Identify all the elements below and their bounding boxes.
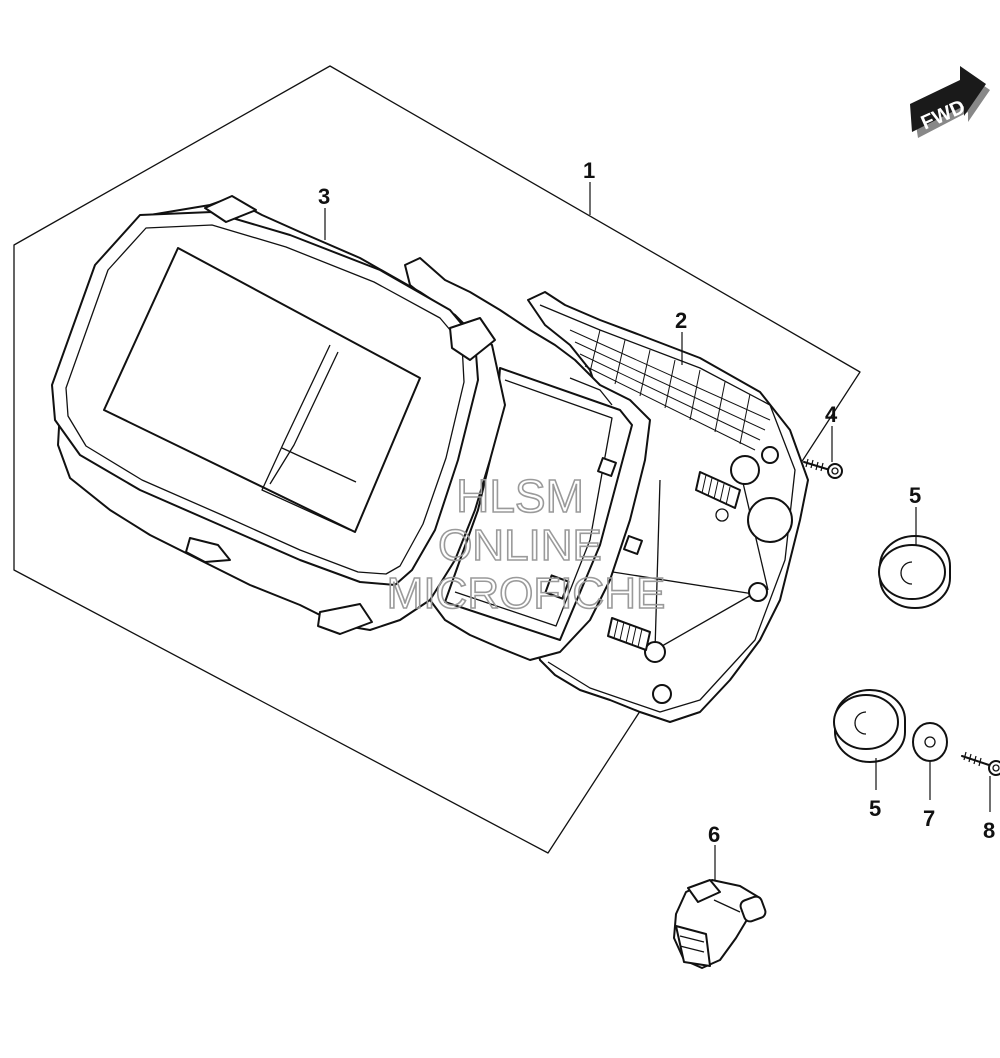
watermark-line-2: ONLINE — [438, 521, 602, 570]
leader-lines — [324, 182, 991, 880]
rear-case-part-2 — [527, 291, 809, 723]
callout-4: 4 — [825, 402, 838, 427]
cushion-part-5-lower — [833, 689, 906, 763]
connector-pad-lower — [607, 617, 651, 651]
watermark: HLSM ONLINE MICROFICHE — [386, 469, 666, 619]
front-cover-part-3 — [51, 195, 506, 635]
washer-part-7 — [912, 722, 948, 762]
socket-part-6 — [673, 879, 767, 969]
fwd-arrow-shape — [910, 66, 986, 132]
callout-8: 8 — [983, 818, 995, 843]
watermark-line-3: MICROFICHE — [387, 569, 666, 618]
screw-part-8 — [961, 751, 1000, 776]
callout-2: 2 — [675, 308, 687, 333]
callout-3: 3 — [318, 184, 330, 209]
rib-grid — [569, 329, 771, 451]
cushion-part-5-upper — [878, 535, 951, 609]
callout-5-upper: 5 — [909, 483, 921, 508]
watermark-line-1: HLSM — [456, 470, 584, 522]
connector-pad-upper — [695, 471, 741, 509]
callout-1: 1 — [583, 158, 595, 183]
callout-6: 6 — [708, 822, 720, 847]
screw-part-4 — [803, 458, 843, 479]
fwd-arrow-badge: FWD — [910, 66, 990, 138]
callout-5-lower: 5 — [869, 796, 881, 821]
callout-7: 7 — [923, 806, 935, 831]
